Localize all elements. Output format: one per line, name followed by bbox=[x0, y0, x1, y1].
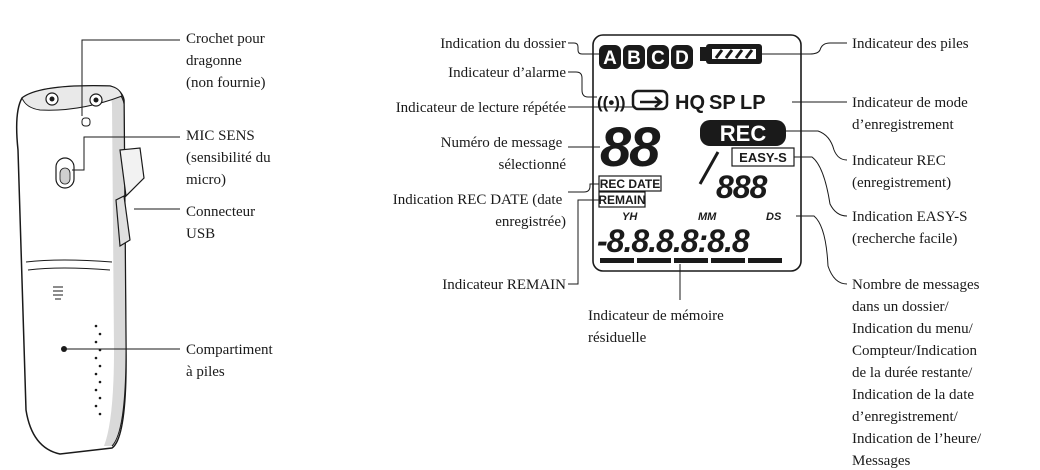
message-number-digits: 88 bbox=[600, 115, 661, 178]
usb-connector-icon bbox=[115, 195, 131, 248]
counter-label-7: d’enregistrement/ bbox=[852, 409, 959, 425]
mode-lp: LP bbox=[740, 92, 766, 114]
strap-hook-label-2: dragonne bbox=[186, 53, 242, 69]
lcd-display: A B C D ((•)) HQ SP LP 88 R bbox=[592, 34, 802, 272]
counter-label-9: Messages bbox=[852, 453, 910, 469]
speaker-grille bbox=[94, 324, 102, 416]
svg-text:Indication EASY-S (recherc: Indication EASY-S (recherche facile) bbox=[852, 209, 971, 247]
folder-c: C bbox=[651, 48, 665, 69]
svg-text:Indication REC DATE (date: Indication REC DATE (date enregistrée) bbox=[393, 192, 566, 230]
counter-label-4: Compteur/Indication bbox=[852, 343, 977, 359]
counter-label-6: Indication de la date bbox=[852, 387, 974, 403]
rec-date-indicator: REC DATE bbox=[600, 177, 660, 191]
counter-label-5: de la durée restante/ bbox=[852, 365, 973, 381]
rec-badge: REC bbox=[700, 120, 786, 146]
counter-label-1: Nombre de messages bbox=[852, 277, 980, 293]
memory-label-1: Indicateur de mémoire bbox=[588, 308, 724, 324]
memory-label-2: résiduelle bbox=[588, 330, 647, 346]
folder-label: Indication du dossier bbox=[440, 36, 566, 52]
strap-hook-icon bbox=[81, 117, 91, 127]
repeat-icon bbox=[631, 89, 669, 111]
svg-text:Numéro de message sélectio: Numéro de message sélectionné bbox=[441, 135, 567, 173]
memory-segments bbox=[600, 258, 782, 263]
rec-badge-text: REC bbox=[720, 121, 767, 146]
clock-digits: -8.8.8.8:8.8 bbox=[597, 223, 750, 259]
remain-indicator: REMAIN bbox=[598, 193, 645, 207]
mode-hq: HQ bbox=[675, 92, 705, 114]
battery-label: Indicateur des piles bbox=[852, 36, 969, 52]
folder-a: A bbox=[603, 48, 617, 69]
strap-hook-label-1: Crochet pour bbox=[186, 31, 265, 47]
strap-hook-label-3: (non fournie) bbox=[186, 75, 266, 91]
alarm-label: Indicateur d’alarme bbox=[448, 65, 566, 81]
mic-sens-label-3: micro) bbox=[186, 172, 226, 188]
alarm-icon: ((•)) bbox=[597, 93, 626, 112]
easy-s-label-2: (recherche facile) bbox=[852, 231, 957, 247]
rec-label-1: Indicateur REC bbox=[852, 153, 946, 169]
battery-compartment-label-1: Compartiment bbox=[186, 342, 273, 358]
svg-text:Crochet pour dragonne: Crochet pour dragonne (non fournie) bbox=[186, 31, 268, 91]
rec-date-label-1: Indication REC DATE (date bbox=[393, 192, 563, 208]
folder-b: B bbox=[627, 48, 641, 69]
remain-label: Indicateur REMAIN bbox=[442, 277, 566, 293]
svg-text:Connecteur USB: Connecteur USB bbox=[186, 204, 259, 242]
usb-label-2: USB bbox=[186, 226, 215, 242]
rec-date-label-2: enregistrée) bbox=[495, 214, 566, 230]
easy-s-label-1: Indication EASY-S bbox=[852, 209, 967, 225]
rec-mode-label-1: Indicateur de mode bbox=[852, 95, 968, 111]
message-number-label-2: sélectionné bbox=[499, 157, 567, 173]
rec-mode-indicator: HQ SP LP bbox=[675, 92, 766, 114]
folder-d: D bbox=[675, 48, 689, 69]
rec-label-2: (enregistrement) bbox=[852, 175, 951, 191]
rec-mode-label-2: d’enregistrement bbox=[852, 117, 954, 133]
repeat-label: Indicateur de lecture répétée bbox=[396, 100, 567, 116]
easy-s-indicator: EASY-S bbox=[739, 150, 787, 165]
battery-compartment-label-2: à piles bbox=[186, 364, 225, 380]
counter-label-2: dans un dossier/ bbox=[852, 299, 949, 315]
svg-text:Indicateur de mémoire rési: Indicateur de mémoire résiduelle bbox=[588, 308, 728, 346]
recorder-device bbox=[15, 85, 145, 455]
svg-text:Nombre de messages dans un: Nombre de messages dans un dossier/ Indi… bbox=[852, 277, 985, 469]
usb-label-1: Connecteur bbox=[186, 204, 255, 220]
counter-label-8: Indication de l’heure/ bbox=[852, 431, 982, 447]
mm-label: MM bbox=[698, 211, 717, 223]
svg-text:Indicateur REC (enregistre: Indicateur REC (enregistrement) bbox=[852, 153, 951, 191]
yh-label: YH bbox=[622, 211, 638, 223]
folder-indicator: A B C D bbox=[599, 45, 693, 69]
svg-text:Compartiment à piles: Compartiment à piles bbox=[186, 342, 276, 380]
battery-icon bbox=[700, 44, 762, 64]
mic-sens-label-2: (sensibilité du bbox=[186, 150, 271, 166]
mic-sens-label-1: MIC SENS bbox=[186, 128, 255, 144]
mode-sp: SP bbox=[709, 92, 736, 114]
svg-text:Indicateur de mode d’enreg: Indicateur de mode d’enregistrement bbox=[852, 95, 972, 133]
ds-label: DS bbox=[766, 211, 782, 223]
counter-label-3: Indication du menu/ bbox=[852, 321, 974, 337]
message-number-label-1: Numéro de message bbox=[441, 135, 563, 151]
small-counter-digits: 888 bbox=[716, 169, 768, 205]
svg-text:MIC SENS (sensibilité du: MIC SENS (sensibilité du micro) bbox=[186, 128, 274, 188]
